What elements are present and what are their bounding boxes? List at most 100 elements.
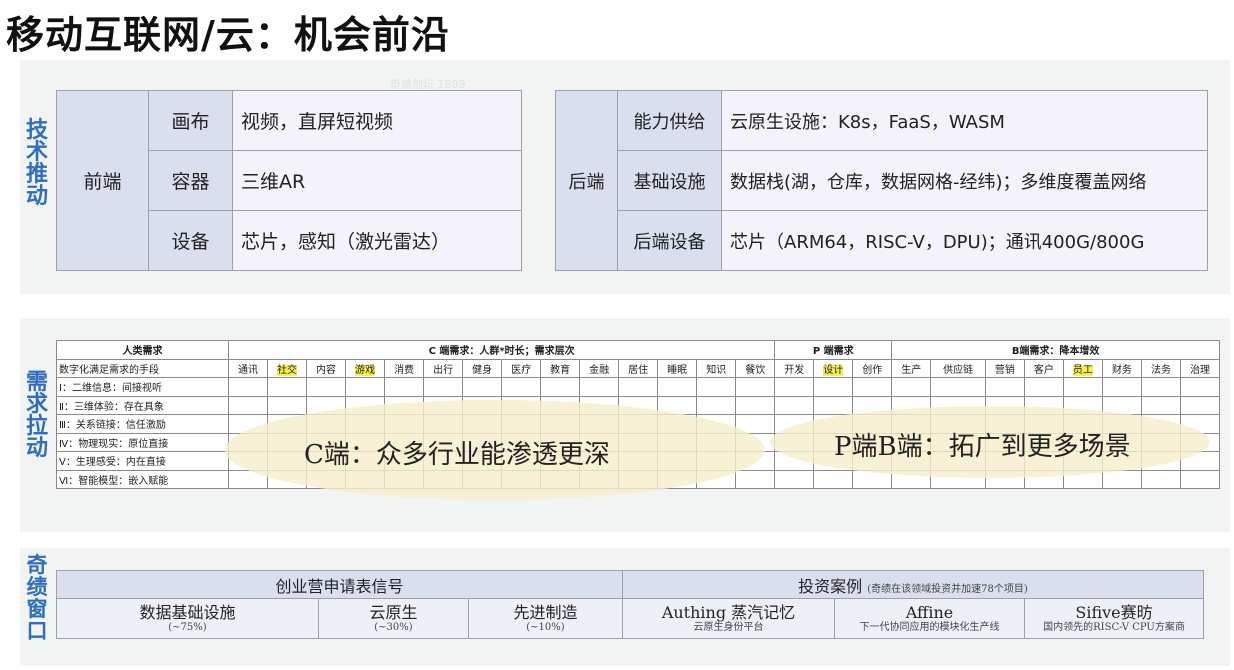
demand-cell — [930, 377, 986, 397]
investment-header: 投资案例 (奇绩在该领域投资并加速78个项目) — [622, 570, 1204, 599]
demand-cell — [1140, 377, 1181, 397]
miracle-window-panel: 奇绩窗口 创业营申请表信号 投资案例 (奇绩在该领域投资并加速78个项目) 数据… — [20, 548, 1230, 666]
demand-cell — [345, 377, 386, 397]
frontend-key: 画布 — [148, 90, 233, 151]
demand-row-label: Ⅱ：三维体验：存在具象 — [56, 395, 229, 415]
case-title: Sifive赛昉 — [1075, 602, 1153, 622]
demand-cell — [1140, 469, 1181, 489]
demand-column-b: 供应链 — [930, 358, 986, 378]
signal-cell: 数据基础设施 (~75%) — [56, 598, 319, 639]
demand-column-b: 生产 — [891, 358, 932, 378]
demand-corner: 人类需求 — [56, 340, 229, 360]
case-cell: Affine 下一代协同应用的模块化生产线 — [834, 598, 1025, 639]
signal-title: 先进制造 — [513, 602, 578, 622]
case-desc: 国内领先的RISC-V CPU方案商 — [1043, 621, 1185, 633]
demand-cell — [735, 469, 776, 489]
section-label-tech: 技术推动 — [25, 118, 48, 209]
demand-cell — [462, 377, 503, 397]
demand-cell — [774, 395, 815, 415]
demand-column-c: 金融 — [579, 358, 620, 378]
demand-subheader-label: 数字化满足需求的手段 — [56, 358, 229, 378]
frontend-key: 设备 — [148, 210, 233, 271]
backend-key: 基础设施 — [617, 150, 722, 211]
signal-share: (~30%) — [374, 621, 413, 633]
demand-column-p: 开发 — [774, 358, 815, 378]
signal-header: 创业营申请表信号 — [56, 570, 623, 599]
frontend-value: 视频，直屏短视频 — [232, 90, 522, 151]
demand-cell — [696, 395, 737, 415]
demand-cell — [813, 395, 854, 415]
backend-table: 后端 能力供给 云原生设施：K8s，FaaS，WASM 基础设施 数据栈(湖，仓… — [555, 90, 1208, 271]
tech-push-panel: 技术推动 前端 画布 视频，直屏短视频 容器 三维AR 设备 芯片，感知（激光雷… — [20, 60, 1230, 294]
highlighted-column-label: 社交 — [277, 364, 298, 376]
frontend-label: 前端 — [56, 90, 149, 271]
b-demand-header: B端需求：降本增效 — [891, 340, 1220, 360]
signal-share: (~75%) — [168, 621, 207, 633]
c-end-ellipse — [225, 400, 765, 500]
pb-end-ellipse-text: P端B端：拓广到更多场景 — [834, 432, 1131, 462]
highlighted-column-label: 员工 — [1072, 364, 1093, 376]
signal-cell: 云原生 (~30%) — [318, 598, 469, 639]
demand-cell — [1062, 377, 1103, 397]
case-cell: Authing 蒸汽记忆 云原生身份平台 — [622, 598, 835, 639]
demand-column-p: 创作 — [852, 358, 893, 378]
demand-column-b: 治理 — [1179, 358, 1221, 378]
frontend-key: 容器 — [148, 150, 233, 211]
demand-row-label: Ⅵ：智能模型：嵌入赋能 — [56, 469, 229, 489]
demand-column-c: 通讯 — [227, 358, 269, 378]
case-desc: 下一代协同应用的模块化生产线 — [859, 621, 1000, 633]
demand-cell — [657, 377, 698, 397]
case-desc: 云原生身份平台 — [693, 621, 764, 633]
demand-cell — [579, 377, 620, 397]
highlighted-column-label: 设计 — [823, 364, 844, 376]
signal-cell: 先进制造 (~10%) — [468, 598, 623, 639]
demand-row-label: Ⅴ：生理感受：内在直接 — [56, 451, 229, 471]
demand-cell — [384, 377, 425, 397]
demand-cell — [1101, 469, 1142, 489]
page-title: 移动互联网/云：机会前沿 — [6, 13, 450, 57]
demand-cell — [1101, 377, 1142, 397]
section-label-demand: 需求拉动 — [25, 370, 48, 461]
demand-column-c: 健身 — [462, 358, 503, 378]
demand-cell — [618, 377, 659, 397]
backend-value: 芯片（ARM64，RISC-V，DPU)；通讯400G/800G — [721, 210, 1208, 271]
demand-cell — [813, 469, 854, 489]
demand-cell — [1023, 377, 1064, 397]
demand-cell — [1140, 395, 1181, 415]
pb-end-ellipse — [770, 406, 1210, 478]
signal-title: 云原生 — [369, 602, 418, 622]
signal-share: (~10%) — [526, 621, 565, 633]
demand-cell — [267, 395, 308, 415]
demand-column-c: 出行 — [423, 358, 464, 378]
demand-column-c: 教育 — [540, 358, 581, 378]
demand-cell — [227, 377, 269, 397]
demand-column-c: 餐饮 — [735, 358, 776, 378]
case-cell: Sifive赛昉 国内领先的RISC-V CPU方案商 — [1024, 598, 1204, 639]
investment-header-title: 投资案例 — [798, 576, 863, 596]
backend-value: 云原生设施：K8s，FaaS，WASM — [721, 90, 1208, 151]
frontend-value: 芯片，感知（激光雷达） — [232, 210, 522, 271]
demand-column-b: 营销 — [984, 358, 1025, 378]
investment-header-note: (奇绩在该领域投资并加速78个项目) — [867, 583, 1028, 595]
demand-cell — [774, 377, 815, 397]
demand-column-b: 客户 — [1023, 358, 1064, 378]
backend-label: 后端 — [555, 90, 618, 271]
demand-cell — [1179, 469, 1221, 489]
demand-cell — [1179, 377, 1221, 397]
section-label-miracle: 奇绩窗口 — [26, 553, 48, 643]
demand-row-label: Ⅰ：二维信息：间接视听 — [56, 377, 229, 397]
demand-column-c: 游戏 — [345, 358, 386, 378]
demand-cell — [735, 395, 776, 415]
demand-cell — [540, 377, 581, 397]
backend-key: 能力供给 — [617, 90, 722, 151]
case-title: Authing 蒸汽记忆 — [661, 602, 796, 622]
demand-cell — [891, 377, 932, 397]
watermark: 奇绩创坛 1899 — [390, 78, 466, 91]
demand-cell — [227, 395, 269, 415]
demand-column-b: 员工 — [1062, 358, 1103, 378]
demand-column-c: 睡眠 — [657, 358, 698, 378]
demand-cell — [267, 377, 308, 397]
demand-column-c: 社交 — [267, 358, 308, 378]
backend-value: 数据栈(湖，仓库，数据网格-经纬)；多维度覆盖网络 — [721, 150, 1208, 211]
backend-key: 后端设备 — [617, 210, 722, 271]
